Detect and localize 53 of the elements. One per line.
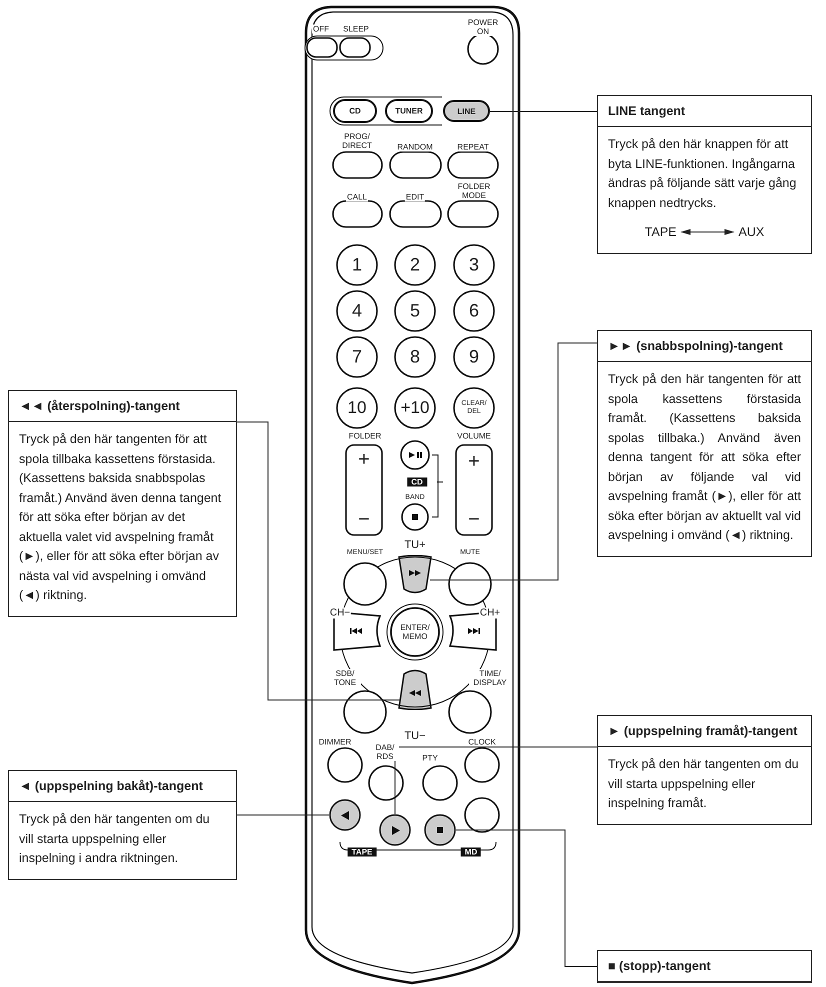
button-label: REPEAT <box>456 142 490 152</box>
callout-box <box>597 715 812 824</box>
leader-line <box>430 342 598 580</box>
play-reverse-button <box>329 799 361 831</box>
callout-heading: ►► (snabbspolning)-tangent <box>598 331 811 362</box>
button-label: TU− <box>403 730 427 742</box>
leader-line <box>394 746 598 814</box>
callout-heading: LINE tangent <box>598 96 811 127</box>
callout-box <box>597 330 812 556</box>
callout-heading: ■ (stopp)-tangent <box>598 951 811 982</box>
fast-forward-button <box>398 555 432 595</box>
play-button <box>379 814 411 846</box>
callout-text: Tryck på den här tangenten för att spola tillbaka kassettens förstasida. (Kassettens baksida snabbspolas framåt.) Använd även denna tangent för att söka efter början av det aktuella valet vid avspelning framåt (►), eller för att söka efter början av nästa val vid avspelning i omvänd (◄) riktning. <box>18 431 222 604</box>
callout-text: Tryck på den här tangenten om du vill starta uppspelning eller inspelning i andra riktningen. <box>18 811 211 867</box>
input-label: AUX <box>738 225 764 239</box>
button-label: SLEEP <box>342 24 370 34</box>
callout-text: Tryck på den här tangenten för att spola kassettens förstasida framåt. (Kassettens baksida spolas tillbaka.) Använd även denna tangent för att söka efter början av följande val vid avspelning framåt (►), eller för att söka efter början av aktuellt val vid avspelning i omvänd (◄) riktning. <box>607 371 802 544</box>
button-label: DIMMER <box>318 738 352 746</box>
button-label: CD <box>348 106 362 116</box>
button-label: POWER ON <box>466 18 500 36</box>
callout-box <box>597 95 812 254</box>
line-button: LINE <box>443 100 490 122</box>
leader-line <box>490 111 598 112</box>
button-label: CH− <box>328 608 352 618</box>
callout-heading: ◄ (uppspelning bakåt)-tangent <box>9 771 236 802</box>
mode-tag: CD <box>407 478 427 486</box>
remote-control <box>303 5 522 985</box>
button-label: RANDOM <box>396 142 434 152</box>
callout-heading: ► (uppspelning framåt)-tangent <box>598 716 811 747</box>
button-label: CALL <box>346 192 368 202</box>
button-label: VOLUME <box>456 432 492 440</box>
callout-box <box>8 770 237 880</box>
button-label: TUNER <box>394 106 424 116</box>
mode-tag: TAPE <box>348 848 376 856</box>
button-label: PTY <box>421 754 439 762</box>
button-label: CH+ <box>478 608 502 618</box>
rewind-button <box>398 668 432 710</box>
button-label: OFF <box>312 24 330 34</box>
leader-line <box>456 830 598 967</box>
stop-button <box>424 814 456 846</box>
button-label: FOLDER <box>348 432 382 440</box>
button-label: EDIT <box>404 192 426 202</box>
leader-line <box>236 422 400 700</box>
button-label: CLOCK <box>467 738 497 746</box>
callout-heading: ◄◄ (återspolning)-tangent <box>9 391 236 422</box>
input-label: TAPE <box>644 225 677 239</box>
mode-tag: MD <box>460 848 482 856</box>
arrow <box>680 229 734 235</box>
callout-text: Tryck på den här knappen för att byta LINE-funktionen. Ingångarna ändras på följande sätt varje gång knappen nedtrycks. <box>607 136 798 212</box>
callout-box <box>8 390 237 616</box>
callout-text: Tryck på den här tangenten om du vill starta uppspelning eller inspelning framåt. <box>607 756 800 812</box>
button-label: TU+ <box>403 539 427 551</box>
leader-line <box>236 814 330 816</box>
